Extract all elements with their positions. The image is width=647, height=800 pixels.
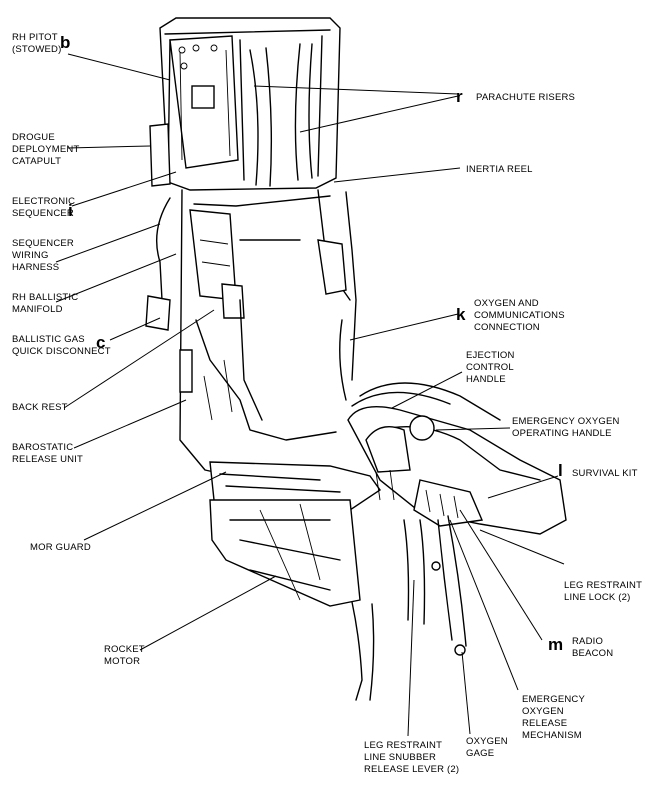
label-line: LINE SNUBBER	[364, 752, 437, 763]
headbox	[149, 17, 341, 191]
label-line: RADIO	[572, 636, 604, 647]
label-line: MECHANISM	[522, 730, 582, 741]
callout-letter-c: c	[96, 333, 106, 352]
label-inertia-reel: INERTIA REEL	[466, 164, 533, 176]
label-line: LEG RESTRAINT	[564, 580, 643, 591]
label-line: MANIFOLD	[12, 304, 63, 315]
label-ejection-handle: EJECTION CONTROL HANDLE	[466, 350, 515, 386]
label-line: RELEASE	[522, 718, 568, 729]
label-line: DROGUE	[12, 132, 55, 143]
label-line: BACK REST	[12, 402, 68, 413]
leader-lines	[55, 53, 565, 737]
label-rocket-motor: ROCKET MOTOR	[104, 644, 145, 668]
label-line: OXYGEN	[466, 736, 508, 747]
label-line: INERTIA REEL	[466, 164, 533, 175]
label-line: SURVIVAL KIT	[572, 468, 638, 479]
label-line: WIRING	[12, 250, 49, 261]
label-line: (STOWED)	[12, 44, 62, 55]
seat-pan	[209, 382, 567, 535]
label-line: BALLISTIC GAS	[12, 334, 85, 345]
label-line: RH BALLISTIC	[12, 292, 79, 303]
label-line: EJECTION	[466, 350, 515, 361]
label-line: LEG RESTRAINT	[364, 740, 443, 751]
label-line: COMMUNICATIONS	[474, 310, 565, 321]
label-parachute-risers: PARACHUTE RISERS	[476, 92, 575, 104]
label-rh-pitot: RH PITOT (STOWED)	[12, 32, 61, 56]
label-line: RELEASE UNIT	[12, 454, 84, 465]
label-oxygen-comm: OXYGEN AND COMMUNICATIONS CONNECTION	[474, 298, 565, 334]
callout-letter-m: m	[548, 635, 564, 654]
label-leg-snubber: LEG RESTRAINT LINE SNUBBER RELEASE LEVER…	[364, 740, 459, 776]
label-emer-oxygen-release: EMERGENCY OXYGEN RELEASE MECHANISM	[522, 694, 585, 742]
label-line: SEQUENCER	[12, 208, 74, 219]
label-line: PARACHUTE RISERS	[476, 92, 576, 103]
label-line: EMERGENCY OXYGEN	[512, 416, 620, 427]
label-line: CATAPULT	[12, 156, 62, 167]
rocket-motor	[209, 499, 426, 701]
label-line: EMERGENCY	[522, 694, 586, 705]
label-line: DEPLOYMENT	[12, 144, 80, 155]
label-line: QUICK DISCONNECT	[12, 346, 111, 357]
label-line: RH PITOT	[12, 32, 58, 43]
label-line: ELECTRONIC	[12, 196, 76, 207]
label-line: RELEASE LEVER (2)	[364, 764, 460, 775]
label-line: OPERATING HANDLE	[512, 428, 612, 439]
label-barostatic: BAROSTATIC RELEASE UNIT	[12, 442, 83, 466]
label-line: OXYGEN AND	[474, 298, 539, 309]
label-electronic-sequencer: ELECTRONIC SEQUENCER	[12, 196, 75, 220]
label-mor-guard: MOR GUARD	[30, 542, 91, 554]
label-line: MOTOR	[104, 656, 141, 667]
label-line: SEQUENCER	[12, 238, 74, 249]
label-line: HANDLE	[466, 374, 506, 385]
label-rh-ballistic-manifold: RH BALLISTIC MANIFOLD	[12, 292, 78, 316]
label-line: OXYGEN	[522, 706, 564, 717]
label-radio-beacon: RADIO BEACON	[572, 636, 613, 660]
label-emer-oxygen-handle: EMERGENCY OXYGEN OPERATING HANDLE	[512, 416, 620, 440]
label-line: CONNECTION	[474, 322, 540, 333]
label-sequencer-harness: SEQUENCER WIRING HARNESS	[12, 238, 74, 274]
label-line: CONTROL	[466, 362, 514, 373]
label-ballistic-gas-qd: BALLISTIC GAS QUICK DISCONNECT	[12, 334, 111, 358]
lanyards	[339, 319, 467, 656]
label-leg-line-lock: LEG RESTRAINT LINE LOCK (2)	[564, 580, 642, 604]
label-line: BAROSTATIC	[12, 442, 74, 453]
label-survival-kit: SURVIVAL KIT	[572, 468, 638, 480]
label-line: GAGE	[466, 748, 495, 759]
seat-back	[145, 189, 357, 473]
label-line: BEACON	[572, 648, 614, 659]
label-line: MOR GUARD	[30, 542, 91, 553]
callout-letter-l: l	[558, 461, 563, 480]
callout-letter-i: i	[68, 201, 73, 220]
callout-letter-r: r	[456, 87, 463, 106]
label-line: HARNESS	[12, 262, 60, 273]
callout-letter-k: k	[456, 305, 466, 324]
label-line: ROCKET	[104, 644, 145, 655]
label-line: LINE LOCK (2)	[564, 592, 631, 603]
label-oxygen-gage: OXYGEN GAGE	[466, 736, 508, 760]
label-drogue-catapult: DROGUE DEPLOYMENT CATAPULT	[12, 132, 79, 168]
callout-letter-b: b	[60, 33, 71, 52]
label-back-rest: BACK REST	[12, 402, 68, 414]
